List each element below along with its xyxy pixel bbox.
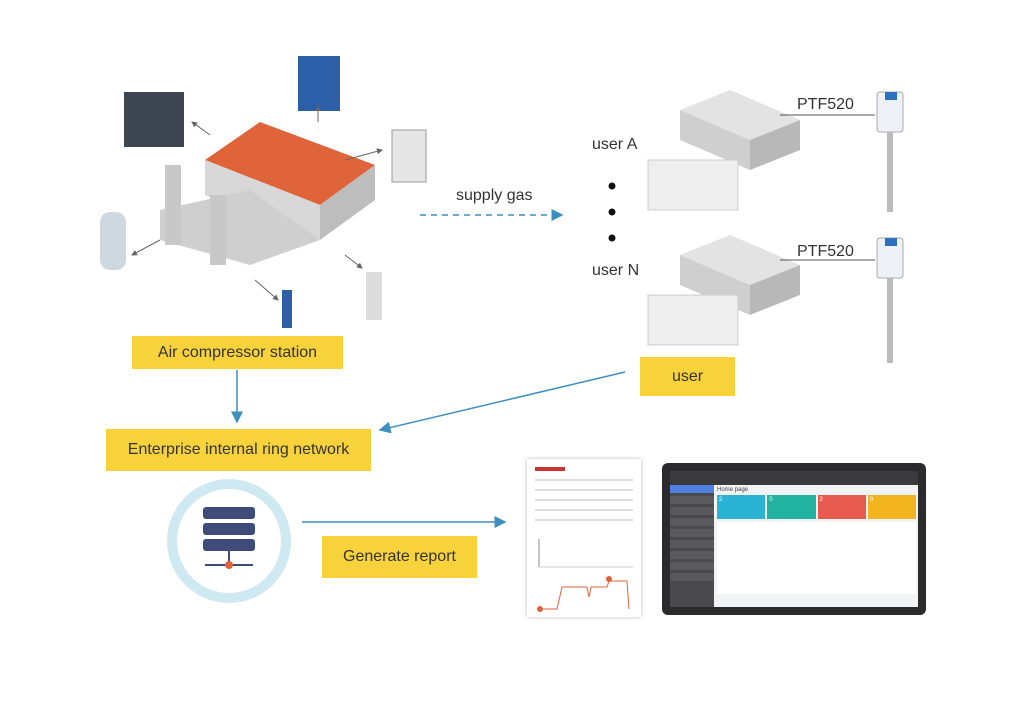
user-label: user (640, 357, 735, 396)
user-to-network-arrow (378, 371, 626, 434)
factory-icon (160, 122, 375, 265)
station-label: Air compressor station (132, 336, 343, 369)
dashboard-sidebar (670, 485, 714, 607)
stat-card[interactable]: 2 (817, 495, 866, 519)
stat-card[interactable]: 2 (717, 495, 766, 519)
report-label: Generate report (322, 536, 477, 578)
control-cabinet-icon (124, 92, 184, 147)
meter-icon (391, 129, 427, 183)
flow-meter-icon (366, 272, 382, 320)
device-icons (100, 56, 427, 328)
sensor-icon (282, 290, 292, 328)
stat-card[interactable]: 0 (767, 495, 816, 519)
ellipsis-dots (608, 182, 616, 242)
stat-card[interactable]: 0 (867, 495, 916, 519)
user-building-n (647, 235, 800, 346)
power-cabinet-icon (298, 56, 340, 111)
user-building-a (647, 90, 800, 211)
supply-gas-text: supply gas (456, 187, 533, 204)
ptf520-label-n: PTF520 (797, 243, 854, 260)
ptf520-sensor-n (876, 237, 904, 363)
ptf520-label-a: PTF520 (797, 96, 854, 113)
dashboard-topbar (670, 471, 918, 485)
server-icon (167, 479, 291, 603)
ptf520-sensor-a (876, 91, 904, 212)
dashboard-panel (717, 522, 916, 594)
report-document (527, 459, 641, 617)
dashboard-title: Home page (717, 487, 749, 493)
dashboard-tablet: Home page 2 0 2 0 (662, 463, 926, 615)
network-label: Enterprise internal ring network (106, 429, 371, 471)
user-n-text: user N (592, 262, 640, 279)
user-a-text: user A (592, 136, 638, 153)
tank-icon (100, 212, 126, 270)
